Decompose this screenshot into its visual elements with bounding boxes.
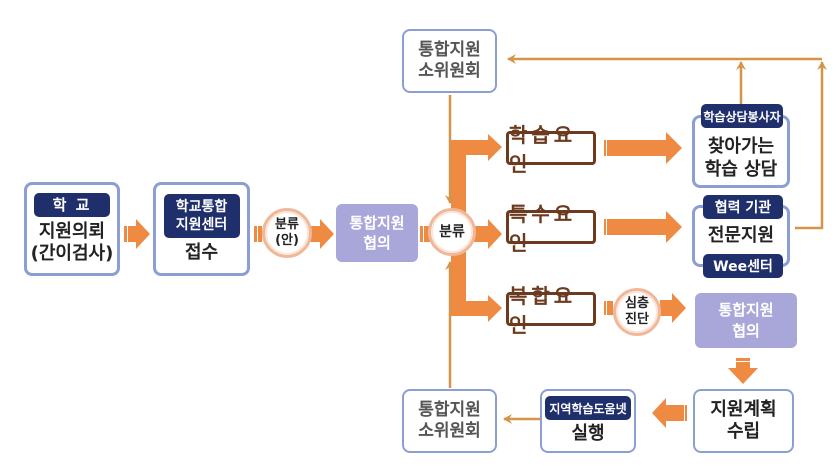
special-factor-box: 특수요인 (506, 202, 596, 255)
school-line1: 지원의뢰 (38, 220, 106, 242)
classify-circle: 분류 (428, 208, 476, 256)
arrow-center-to-classify-draft (254, 226, 262, 242)
center-tag-line2: 지원센터 (175, 216, 228, 233)
center-tag: 학교통합 지원센터 (163, 193, 240, 238)
classify-draft-circle: 분류 (안) (262, 208, 312, 258)
plan-line1: 지원계획 (710, 398, 777, 420)
consult1-line2: 협의 (363, 234, 391, 252)
committee-top-box: 통합지원 소위원회 (402, 29, 497, 93)
line-expert-to-feedback (795, 61, 827, 230)
visiting-tag: 학습상담봉사자 (701, 104, 783, 128)
plan-line2: 수립 (726, 421, 761, 442)
expert-tag-bottom: Wee센터 (703, 254, 783, 278)
learning-factor-box: 학습요인 (506, 123, 596, 176)
arrow-school-to-center (124, 219, 150, 249)
committee-bottom-box: 통합지원 소위원회 (402, 389, 497, 453)
committee-bottom-line1: 통합지원 (418, 399, 481, 420)
arrow-consult-to-classify (420, 226, 430, 242)
classify-draft-line2: (안) (275, 233, 299, 248)
execute-label: 실행 (571, 423, 605, 445)
arrow-consult2-to-plan (728, 358, 758, 384)
center-label: 접수 (184, 241, 219, 263)
committee-top-line2: 소위원회 (418, 61, 481, 81)
visiting-line1: 찾아가는 (707, 136, 775, 157)
arrow-special-to-expert (604, 211, 682, 243)
classify-draft-line1: 분류 (275, 217, 299, 233)
school-line2: (간이검사) (30, 243, 114, 264)
expert-label: 전문지원 (707, 224, 775, 246)
committee-bottom-line2: 소위원회 (418, 421, 481, 441)
deep-diagnosis-line2: 진단 (625, 312, 649, 327)
center-tag-line1: 학교통합 (175, 198, 228, 215)
execute-box: 지역학습도움넷 실행 (540, 389, 636, 453)
consult1-line1: 통합지원 (349, 213, 405, 232)
execute-tag: 지역학습도움넷 (545, 396, 631, 421)
consult-box-2: 통합지원 협의 (695, 293, 797, 348)
plan-box: 지원계획 수립 (693, 389, 794, 453)
arrow-plan-to-execute (652, 398, 687, 428)
classify-label: 분류 (439, 223, 465, 240)
committee-top-line1: 통합지원 (418, 39, 481, 60)
consult2-line2: 협의 (732, 321, 760, 340)
deep-diagnosis-circle: 심층 진단 (613, 288, 661, 336)
arrow-complex-to-diagnosis (604, 301, 613, 315)
arrow-classify-draft-to-consult (310, 219, 334, 249)
deep-diagnosis-line1: 심층 (625, 296, 649, 312)
expert-tag-top: 협력 기관 (703, 195, 783, 219)
complex-factor-box: 복합요인 (506, 284, 596, 337)
consult-box-1: 통합지원 협의 (336, 204, 418, 262)
arrow-diagnosis-to-consult2 (660, 293, 686, 323)
school-tag: 학 교 (34, 192, 110, 217)
school-request-box: 학 교 지원의뢰 (간이검사) (24, 182, 120, 276)
arrow-learning-to-visiting (604, 132, 682, 164)
consult2-line1: 통합지원 (718, 301, 774, 320)
visiting-line2: 학습 상담 (704, 158, 778, 180)
support-center-box: 학교통합 지원센터 접수 (153, 182, 250, 276)
